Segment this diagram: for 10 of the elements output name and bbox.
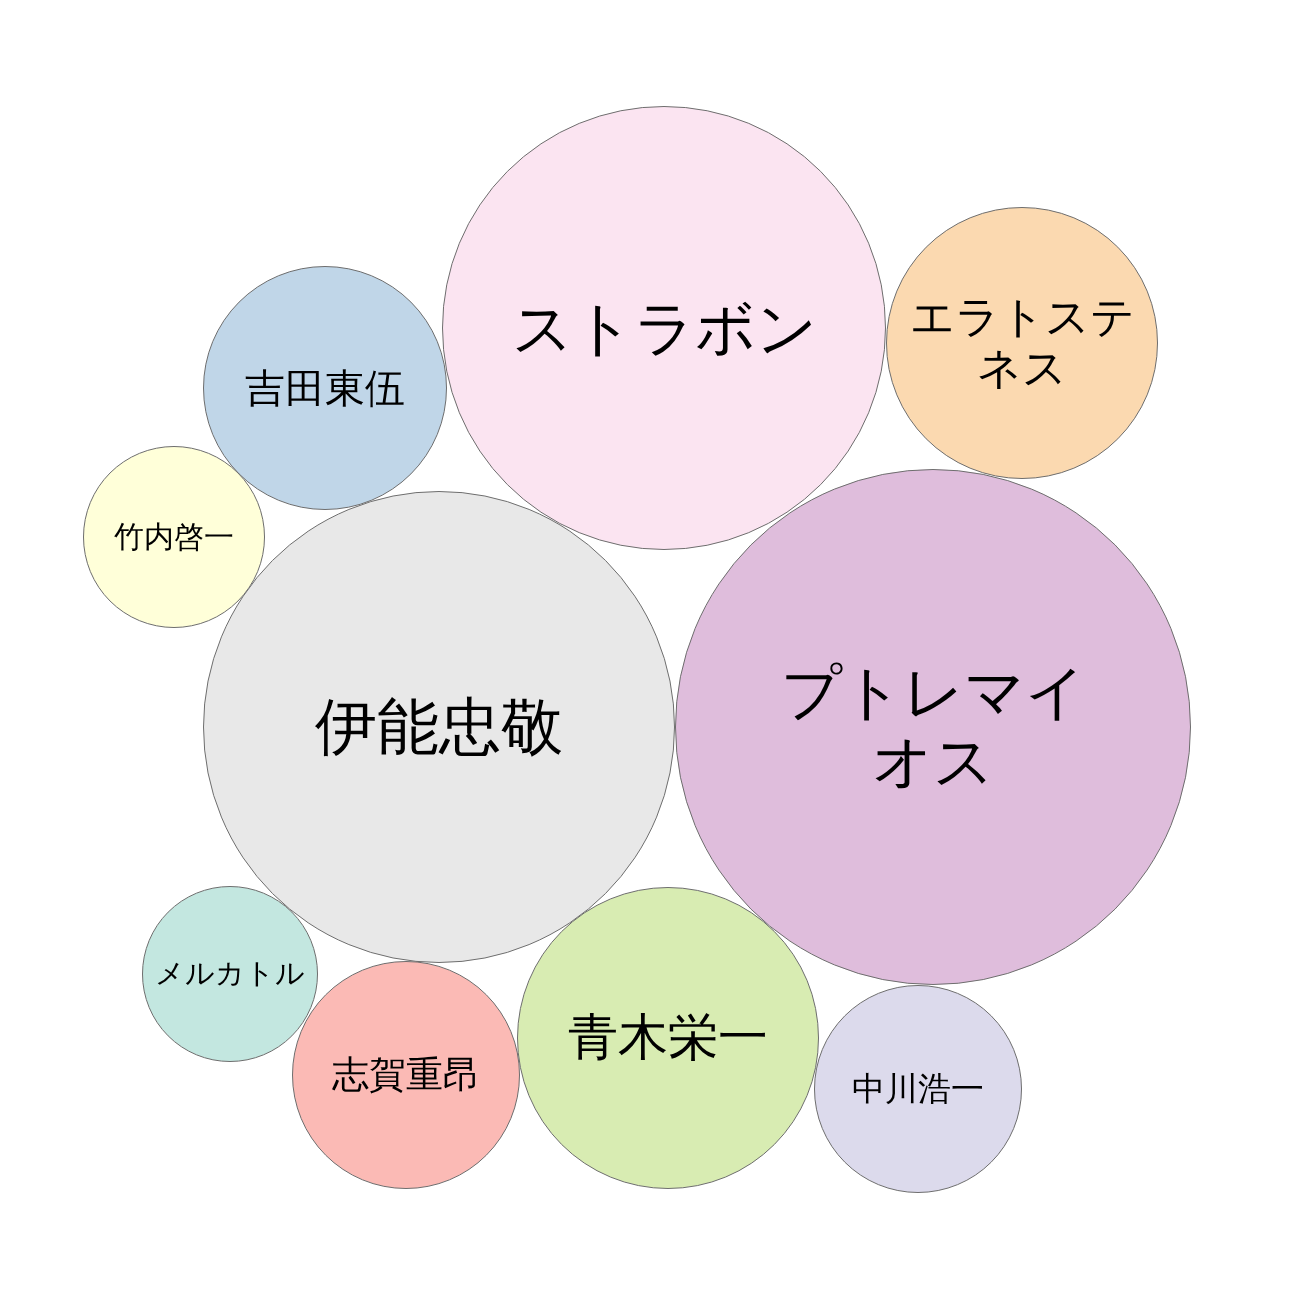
bubble-label: 竹内啓一 [114,519,234,555]
bubble-label: 志賀重昂 [332,1053,480,1097]
bubble-label: プトレマイオス [779,658,1087,796]
bubble-label: 伊能忠敬 [315,691,563,763]
bubble-label: エラトステネス [908,292,1136,394]
bubble-label: メルカトル [155,957,305,991]
bubble-label: ストラボン [511,293,817,363]
bubble-label: 中川浩一 [852,1070,984,1108]
bubble-label: 吉田東伍 [245,365,405,411]
bubble-label: 青木栄一 [568,1009,768,1067]
